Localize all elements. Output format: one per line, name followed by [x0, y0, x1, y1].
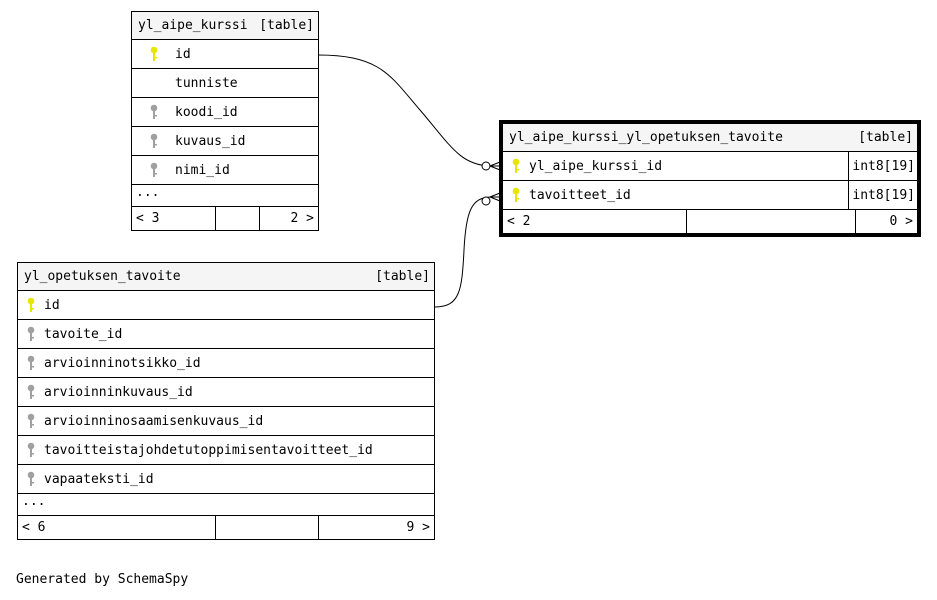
- table-header[interactable]: yl_opetuksen_tavoite [table]: [18, 263, 434, 291]
- table-name[interactable]: yl_aipe_kurssi: [138, 18, 248, 33]
- column-row[interactable]: nimi_id: [132, 156, 318, 185]
- column-row[interactable]: tunniste: [132, 69, 318, 98]
- table-yl-aipe-kurssi-yl-opetuksen-tavoite[interactable]: yl_aipe_kurssi_yl_opetuksen_tavoite [tab…: [499, 120, 921, 237]
- primary-key-icon: [18, 297, 44, 313]
- primary-key-icon: [132, 46, 175, 62]
- relationship-end-marker: [481, 161, 491, 171]
- relationship-line-tavoite: [434, 196, 491, 308]
- column-name[interactable]: tavoitteistajohdetutoppimisentavoitteet_…: [44, 442, 373, 458]
- parents-count[interactable]: < 3: [132, 207, 216, 230]
- table-header[interactable]: yl_aipe_kurssi [table]: [132, 12, 318, 40]
- foreign-key-icon: [18, 471, 44, 487]
- column-row[interactable]: id: [132, 40, 318, 69]
- parents-count[interactable]: < 6: [18, 516, 216, 539]
- table-type-tag: [table]: [858, 130, 913, 145]
- relationship-line-kurssi: [317, 54, 491, 167]
- column-name[interactable]: arvioinninosaamisenkuvaus_id: [44, 413, 264, 429]
- table-name[interactable]: yl_opetuksen_tavoite: [24, 269, 181, 284]
- column-row[interactable]: tavoitteet_id int8[19]: [503, 181, 917, 210]
- table-type-tag: [table]: [375, 269, 430, 284]
- footer-spacer: [216, 516, 318, 539]
- column-row[interactable]: vapaateksti_id: [18, 465, 434, 494]
- table-header[interactable]: yl_aipe_kurssi_yl_opetuksen_tavoite [tab…: [503, 124, 917, 152]
- children-count[interactable]: 0 >: [855, 210, 917, 233]
- column-row[interactable]: id: [18, 291, 434, 320]
- table-yl-aipe-kurssi[interactable]: yl_aipe_kurssi [table] id tunniste koodi_i…: [131, 11, 319, 231]
- column-type: int8[19]: [848, 181, 917, 209]
- column-name[interactable]: arvioinninkuvaus_id: [44, 384, 193, 400]
- column-row[interactable]: tavoite_id: [18, 320, 434, 349]
- column-row[interactable]: arvioinninkuvaus_id: [18, 378, 434, 407]
- foreign-key-icon: [18, 442, 44, 458]
- crowfoot-marker: [489, 192, 501, 202]
- table-footer: < 6 9 >: [18, 516, 434, 539]
- parents-count[interactable]: < 2: [503, 210, 687, 233]
- children-count[interactable]: 2 >: [259, 207, 318, 230]
- column-name[interactable]: id: [44, 297, 60, 313]
- column-name[interactable]: tunniste: [175, 75, 238, 91]
- children-count[interactable]: 9 >: [318, 516, 434, 539]
- crowfoot-marker: [489, 161, 501, 171]
- column-row[interactable]: arvioinninosaamisenkuvaus_id: [18, 407, 434, 436]
- relationship-end-marker: [481, 196, 491, 206]
- primary-key-icon: [503, 187, 529, 203]
- column-row[interactable]: tavoitteistajohdetutoppimisentavoitteet_…: [18, 436, 434, 465]
- foreign-key-icon: [18, 326, 44, 342]
- column-list: yl_aipe_kurssi_id int8[19] tavoitteet_id in…: [503, 152, 917, 210]
- primary-key-icon: [503, 158, 529, 174]
- foreign-key-icon: [18, 413, 44, 429]
- column-list: id tunniste koodi_id kuvaus_id nimi_id: [132, 40, 318, 185]
- foreign-key-icon: [132, 104, 175, 120]
- more-columns-indicator[interactable]: ...: [18, 494, 434, 516]
- column-name[interactable]: arvioinninotsikko_id: [44, 355, 201, 371]
- column-name[interactable]: tavoite_id: [44, 326, 123, 342]
- column-list: id tavoite_id arvioinninotsikko_id arvioinn…: [18, 291, 434, 494]
- table-footer: < 3 2 >: [132, 207, 318, 230]
- more-columns-indicator[interactable]: ...: [132, 185, 318, 207]
- footer-spacer: [216, 207, 259, 230]
- column-name[interactable]: id: [175, 46, 191, 62]
- footer-spacer: [687, 210, 855, 233]
- foreign-key-icon: [132, 162, 175, 178]
- column-name[interactable]: yl_aipe_kurssi_id: [529, 158, 663, 174]
- generated-by-note: Generated by SchemaSpy: [16, 572, 189, 587]
- table-name[interactable]: yl_aipe_kurssi_yl_opetuksen_tavoite: [509, 130, 783, 145]
- column-name[interactable]: nimi_id: [175, 162, 230, 178]
- table-inner: yl_aipe_kurssi_yl_opetuksen_tavoite [tab…: [502, 123, 918, 234]
- column-name[interactable]: koodi_id: [175, 104, 238, 120]
- column-row[interactable]: yl_aipe_kurssi_id int8[19]: [503, 152, 917, 181]
- foreign-key-icon: [18, 355, 44, 371]
- table-yl-opetuksen-tavoite[interactable]: yl_opetuksen_tavoite [table] id tavoite_i…: [17, 262, 435, 540]
- column-name[interactable]: vapaateksti_id: [44, 471, 154, 487]
- foreign-key-icon: [18, 384, 44, 400]
- column-type: int8[19]: [848, 152, 917, 180]
- column-name[interactable]: kuvaus_id: [175, 133, 246, 149]
- table-type-tag: [table]: [259, 18, 314, 33]
- column-row[interactable]: koodi_id: [132, 98, 318, 127]
- foreign-key-icon: [132, 133, 175, 149]
- column-row[interactable]: kuvaus_id: [132, 127, 318, 156]
- column-row[interactable]: arvioinninotsikko_id: [18, 349, 434, 378]
- column-name[interactable]: tavoitteet_id: [529, 187, 631, 203]
- table-footer: < 2 0 >: [503, 210, 917, 233]
